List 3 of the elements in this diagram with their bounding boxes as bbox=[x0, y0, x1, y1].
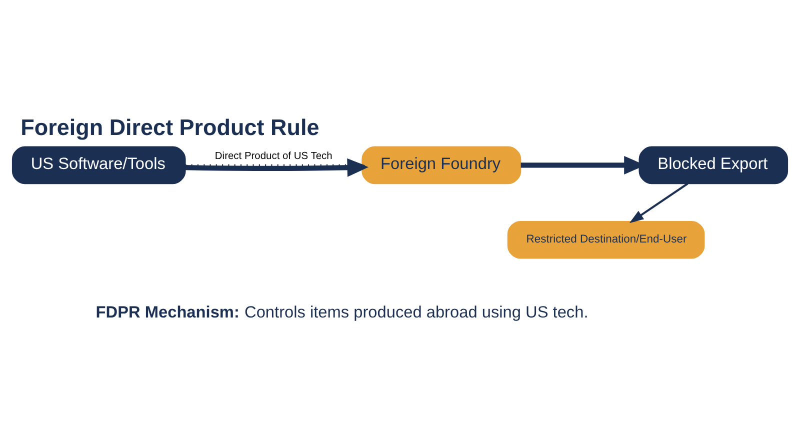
caption: FDPR Mechanism: Controls items produced abroad using US tech. bbox=[96, 303, 588, 322]
edge-label: Direct Product of US Tech bbox=[214, 151, 332, 162]
diagram-title: Foreign Direct Product Rule bbox=[20, 115, 320, 140]
